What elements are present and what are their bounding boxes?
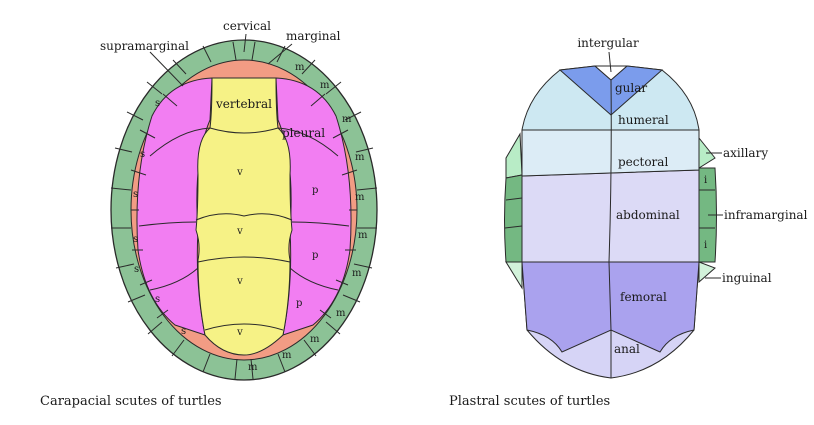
label-m-3: m xyxy=(342,114,352,125)
label-s-2: s xyxy=(140,149,145,160)
label-m-5: m xyxy=(355,192,365,203)
label-p-2: p xyxy=(312,250,318,261)
label-vertebral: vertebral xyxy=(215,97,272,111)
label-i-1: i xyxy=(704,175,707,186)
carapace-figure: cervical marginal supramarginal vertebra… xyxy=(40,19,378,409)
label-v-1: v xyxy=(236,167,243,178)
carapace-pleural-right xyxy=(275,77,352,336)
label-s-5: s xyxy=(134,264,139,275)
label-m-2: m xyxy=(320,80,330,91)
label-pectoral: pectoral xyxy=(618,155,668,169)
label-inguinal: inguinal xyxy=(722,271,772,285)
label-m-10: m xyxy=(282,350,292,361)
label-marginal: marginal xyxy=(286,29,341,43)
label-inframarginal: inframarginal xyxy=(724,208,808,222)
label-v-2: v xyxy=(236,226,243,237)
label-pleural: pleural xyxy=(282,126,325,140)
right-inframarginal-scutes xyxy=(698,167,717,263)
label-s-6: s xyxy=(155,294,160,305)
plastron-figure: intergular gular humeral pectoral abdomi… xyxy=(449,36,808,409)
left-axillary-scute xyxy=(505,132,523,179)
left-inframarginal-scutes xyxy=(504,174,523,263)
label-cervical: cervical xyxy=(223,19,271,33)
label-femoral: femoral xyxy=(620,290,667,304)
label-abdominal: abdominal xyxy=(616,208,680,222)
plastron-intergular-scute xyxy=(593,65,629,81)
label-anal: anal xyxy=(614,342,640,356)
left-inguinal-scute xyxy=(505,261,523,290)
right-inguinal-scute xyxy=(698,261,716,284)
label-m-9: m xyxy=(310,334,320,345)
label-m-1: m xyxy=(295,62,305,73)
label-gular: gular xyxy=(615,81,647,95)
label-m-11: m xyxy=(248,362,258,373)
label-humeral: humeral xyxy=(618,113,669,127)
label-m-4: m xyxy=(355,152,365,163)
label-i-2: i xyxy=(704,240,707,251)
label-v-4: v xyxy=(236,327,243,338)
label-s-3: s xyxy=(133,189,138,200)
label-s-1: s xyxy=(155,98,160,109)
label-m-6: m xyxy=(358,230,368,241)
label-supramarginal: supramarginal xyxy=(100,39,189,53)
label-m-7: m xyxy=(352,268,362,279)
label-axillary: axillary xyxy=(723,146,768,160)
label-s-4: s xyxy=(133,234,138,245)
label-p-3: p xyxy=(296,298,302,309)
label-s-7: s xyxy=(181,326,186,337)
plastron-caption: Plastral scutes of turtles xyxy=(449,394,610,409)
carapace-pleural-left xyxy=(136,77,213,336)
label-v-3: v xyxy=(236,276,243,287)
label-m-8: m xyxy=(336,308,346,319)
carapace-caption: Carapacial scutes of turtles xyxy=(40,394,222,409)
label-p-1: p xyxy=(312,185,318,196)
plastron-pectoral-region xyxy=(521,129,700,177)
label-intergular: intergular xyxy=(577,36,639,50)
